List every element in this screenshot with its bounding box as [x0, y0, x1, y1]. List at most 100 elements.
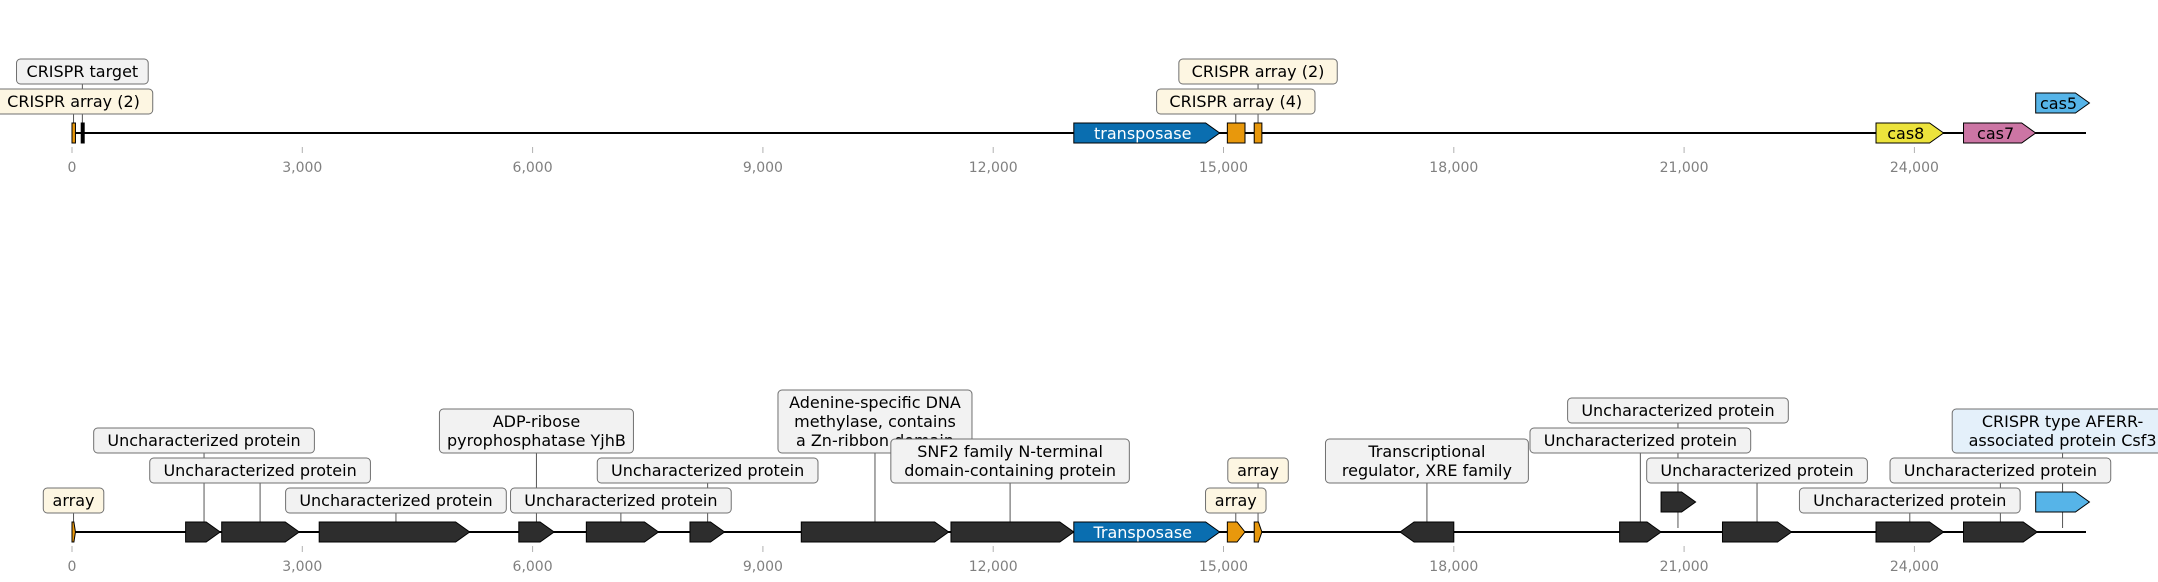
array-mid — [1226, 521, 1246, 543]
annotation-box — [1567, 397, 1789, 424]
annotation-text: CRISPR array (4) — [1169, 92, 1302, 111]
annotation-text: Uncharacterized protein — [163, 461, 356, 480]
cas8-gene-label: cas8 — [1887, 124, 1924, 143]
annotation-box — [149, 457, 371, 484]
annotation-box — [596, 457, 819, 484]
annotation-label: CRISPR array (4) — [1156, 88, 1316, 115]
gene-csf3 — [2035, 491, 2091, 513]
axis-tick-label: 9,000 — [743, 160, 783, 176]
axis-tick-label: 24,000 — [1890, 559, 1939, 575]
gene-u2 — [221, 521, 301, 543]
axis-tick-label: 0 — [68, 160, 77, 176]
annotation-text: Uncharacterized protein — [1544, 431, 1737, 450]
axis-tick-label: 15,000 — [1199, 160, 1248, 176]
transposase-gene-label: transposase — [1094, 124, 1191, 143]
axis-tick-label: 6,000 — [513, 559, 553, 575]
array-left — [71, 521, 76, 543]
axis-tick-label: 18,000 — [1429, 559, 1478, 575]
gene-adp-ribose — [518, 521, 555, 543]
gene-u5 — [689, 521, 726, 543]
gene-u9 — [1875, 521, 1945, 543]
annotation-label: SNF2 family N-terminaldomain-containing … — [890, 438, 1130, 484]
annotation-box — [1529, 427, 1752, 454]
axis-tick-label: 24,000 — [1890, 160, 1939, 176]
annotation-text: Transcriptional — [1367, 442, 1485, 461]
annotation-text: CRISPR target — [27, 62, 139, 81]
annotation-label: Uncharacterized protein — [93, 427, 315, 454]
annotation-text: Uncharacterized protein — [107, 431, 300, 450]
axis-tick-label: 3,000 — [282, 160, 322, 176]
annotation-box — [0, 88, 154, 115]
gene-snf2 — [950, 521, 1075, 543]
annotation-label: Uncharacterized protein — [285, 487, 507, 514]
annotation-box — [777, 389, 973, 454]
annotation-box — [1951, 408, 2158, 454]
annotation-label: CRISPR type AFERR-associated protein Csf… — [1951, 408, 2158, 454]
annotation-box — [16, 58, 149, 85]
annotation-label: array — [1205, 487, 1267, 514]
gene-u3 — [318, 521, 471, 543]
array-right — [1253, 521, 1263, 543]
crispr-array-2-right — [1253, 122, 1263, 144]
transposase-gene — [1073, 521, 1221, 543]
axis-tick-label: 21,000 — [1660, 160, 1709, 176]
cas5-gene — [2035, 92, 2091, 114]
annotation-text: Uncharacterized protein — [299, 491, 492, 510]
annotation-label: array — [1227, 457, 1289, 484]
crispr-array-left — [71, 122, 76, 144]
annotation-text: array — [1237, 461, 1279, 480]
annotation-box — [1324, 438, 1529, 484]
annotation-box — [1646, 457, 1868, 484]
annotation-text: ADP-ribose — [493, 412, 580, 431]
gene-u10 — [1963, 521, 2039, 543]
annotation-box — [285, 487, 507, 514]
axis-tick-label: 3,000 — [282, 559, 322, 575]
annotation-text: Uncharacterized protein — [524, 491, 717, 510]
gene-u4 — [585, 521, 660, 543]
annotation-label: Uncharacterized protein — [1889, 457, 2112, 484]
axis-tick-label: 9,000 — [743, 559, 783, 575]
axis-tick-label: 15,000 — [1199, 559, 1248, 575]
annotation-text: Uncharacterized protein — [611, 461, 804, 480]
gene-u1 — [185, 521, 222, 543]
annotation-text: Adenine-specific DNA — [789, 393, 961, 412]
cas7-gene-label: cas7 — [1977, 124, 2014, 143]
annotation-label: Uncharacterized protein — [149, 457, 371, 484]
axis-tick-label: 12,000 — [969, 160, 1018, 176]
gene-adenine-methylase — [800, 521, 950, 543]
annotation-text: domain-containing protein — [904, 461, 1116, 480]
annotation-text: Uncharacterized protein — [1904, 461, 2097, 480]
annotation-box — [1205, 487, 1267, 514]
axis-tick-label: 18,000 — [1429, 160, 1478, 176]
crispr-array-4 — [1226, 122, 1246, 144]
annotation-text: associated protein Csf3 — [1969, 431, 2157, 450]
cas7-gene — [1963, 122, 2037, 144]
annotation-box — [890, 438, 1130, 484]
annotation-label: Uncharacterized protein — [1798, 487, 2021, 514]
annotation-box — [438, 408, 634, 454]
annotation-text: methylase, contains — [794, 412, 956, 431]
label-leaders — [73, 84, 1259, 129]
axis-tick-label: 6,000 — [513, 160, 553, 176]
annotation-text: Uncharacterized protein — [1581, 401, 1774, 420]
annotation-label: CRISPR array (2) — [0, 88, 154, 115]
annotation-text: array — [53, 491, 95, 510]
annotation-label: Uncharacterized protein — [1529, 427, 1752, 454]
gene-u6 — [1619, 521, 1662, 543]
cas8-gene — [1875, 122, 1945, 144]
annotation-text: Uncharacterized protein — [1660, 461, 1853, 480]
annotation-label: CRISPR array (2) — [1178, 58, 1338, 85]
crispr-target-marker — [80, 122, 85, 144]
annotation-box — [42, 487, 105, 514]
transposase-gene — [1073, 122, 1221, 144]
axis-tick-label: 0 — [68, 559, 77, 575]
annotation-box — [1178, 58, 1338, 85]
annotation-label: Uncharacterized protein — [1646, 457, 1868, 484]
annotation-label: Uncharacterized protein — [1567, 397, 1789, 424]
annotation-label: array — [42, 487, 105, 514]
annotation-text: array — [1215, 491, 1257, 510]
annotation-label: Uncharacterized protein — [510, 487, 732, 514]
